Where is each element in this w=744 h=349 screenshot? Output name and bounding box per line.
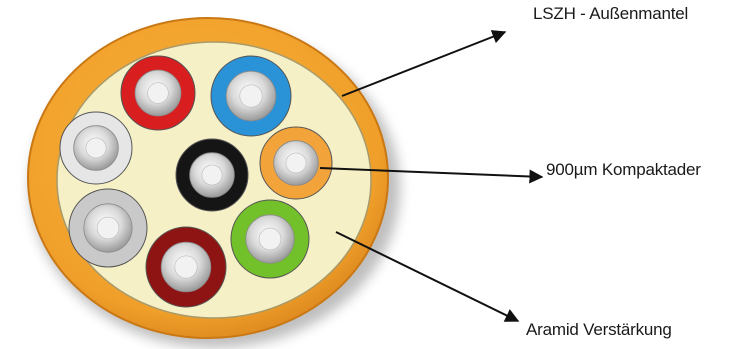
fibers-group (59, 55, 333, 308)
red-fiber-glass (147, 82, 169, 104)
darkred-fiber (145, 226, 227, 308)
green-fiber-glass (258, 227, 282, 251)
arrow-outer-sheath (341, 30, 507, 97)
darkred-fiber-glass (174, 255, 198, 279)
grey-fiber (68, 188, 148, 268)
black-fiber-center-glass (201, 164, 223, 186)
red-fiber (120, 55, 196, 131)
arrow-aramid (335, 231, 520, 322)
arrow-fiber (319, 167, 544, 184)
orange-fiber-glass (285, 152, 307, 174)
orange-fiber (259, 126, 333, 200)
label-fiber: 900µm Kompaktader (546, 160, 701, 179)
white-fiber-left-glass (85, 137, 107, 159)
green-fiber (230, 199, 310, 279)
blue-fiber (210, 55, 292, 137)
blue-fiber-glass (239, 84, 263, 108)
white-fiber-left (59, 111, 133, 185)
grey-fiber-glass (96, 216, 120, 240)
label-outer-sheath: LSZH - Außenmantel (533, 4, 689, 23)
label-aramid: Aramid Verstärkung (526, 320, 672, 339)
black-fiber-center (175, 138, 249, 212)
